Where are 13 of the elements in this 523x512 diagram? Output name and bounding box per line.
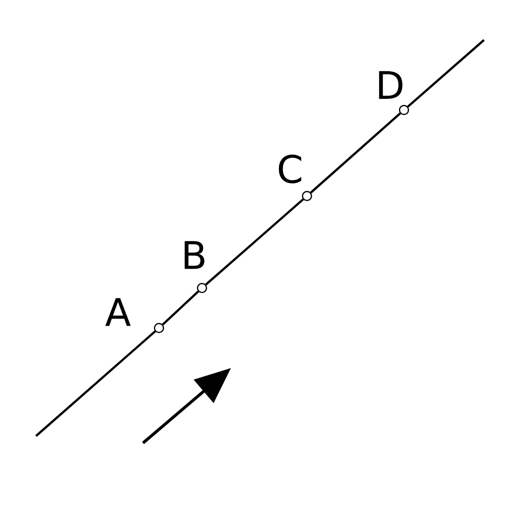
point-label: B [184, 241, 204, 269]
point-marker [154, 322, 164, 334]
point-marker [302, 190, 312, 202]
line-segment [310, 112, 401, 194]
point-label: D [379, 71, 402, 99]
line-segment [35, 330, 156, 437]
point-label: C [278, 154, 302, 184]
line-segment [162, 290, 200, 326]
line-segment [205, 198, 304, 286]
point-marker [398, 104, 410, 116]
point-marker [196, 282, 208, 294]
point-label: A [105, 298, 131, 326]
line-segment [407, 39, 485, 108]
